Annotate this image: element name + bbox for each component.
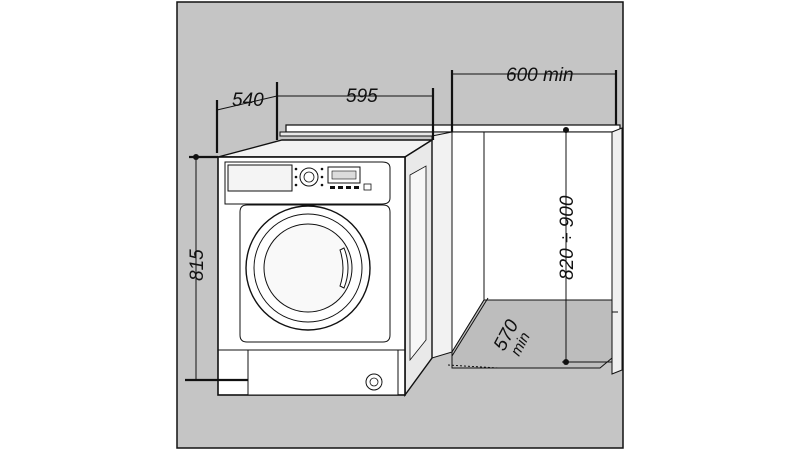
dimension-dot <box>193 154 199 160</box>
detergent-drawer <box>227 164 293 192</box>
dimension-height-label: 815 <box>187 249 208 281</box>
niche-cabinet <box>279 124 623 375</box>
dimension-width-label: 595 <box>346 86 378 107</box>
dimension-depth-label: 540 <box>232 90 264 111</box>
control-knob-icon <box>294 167 324 187</box>
dimension-niche-height-label: 820 ÷ 900 <box>557 195 578 280</box>
washing-machine-icon <box>217 138 435 398</box>
dimension-niche-width-label: 600 min <box>506 65 574 86</box>
dimension-dot <box>563 127 569 133</box>
dimension-dot <box>563 359 569 365</box>
drain-filter-icon <box>365 373 383 391</box>
